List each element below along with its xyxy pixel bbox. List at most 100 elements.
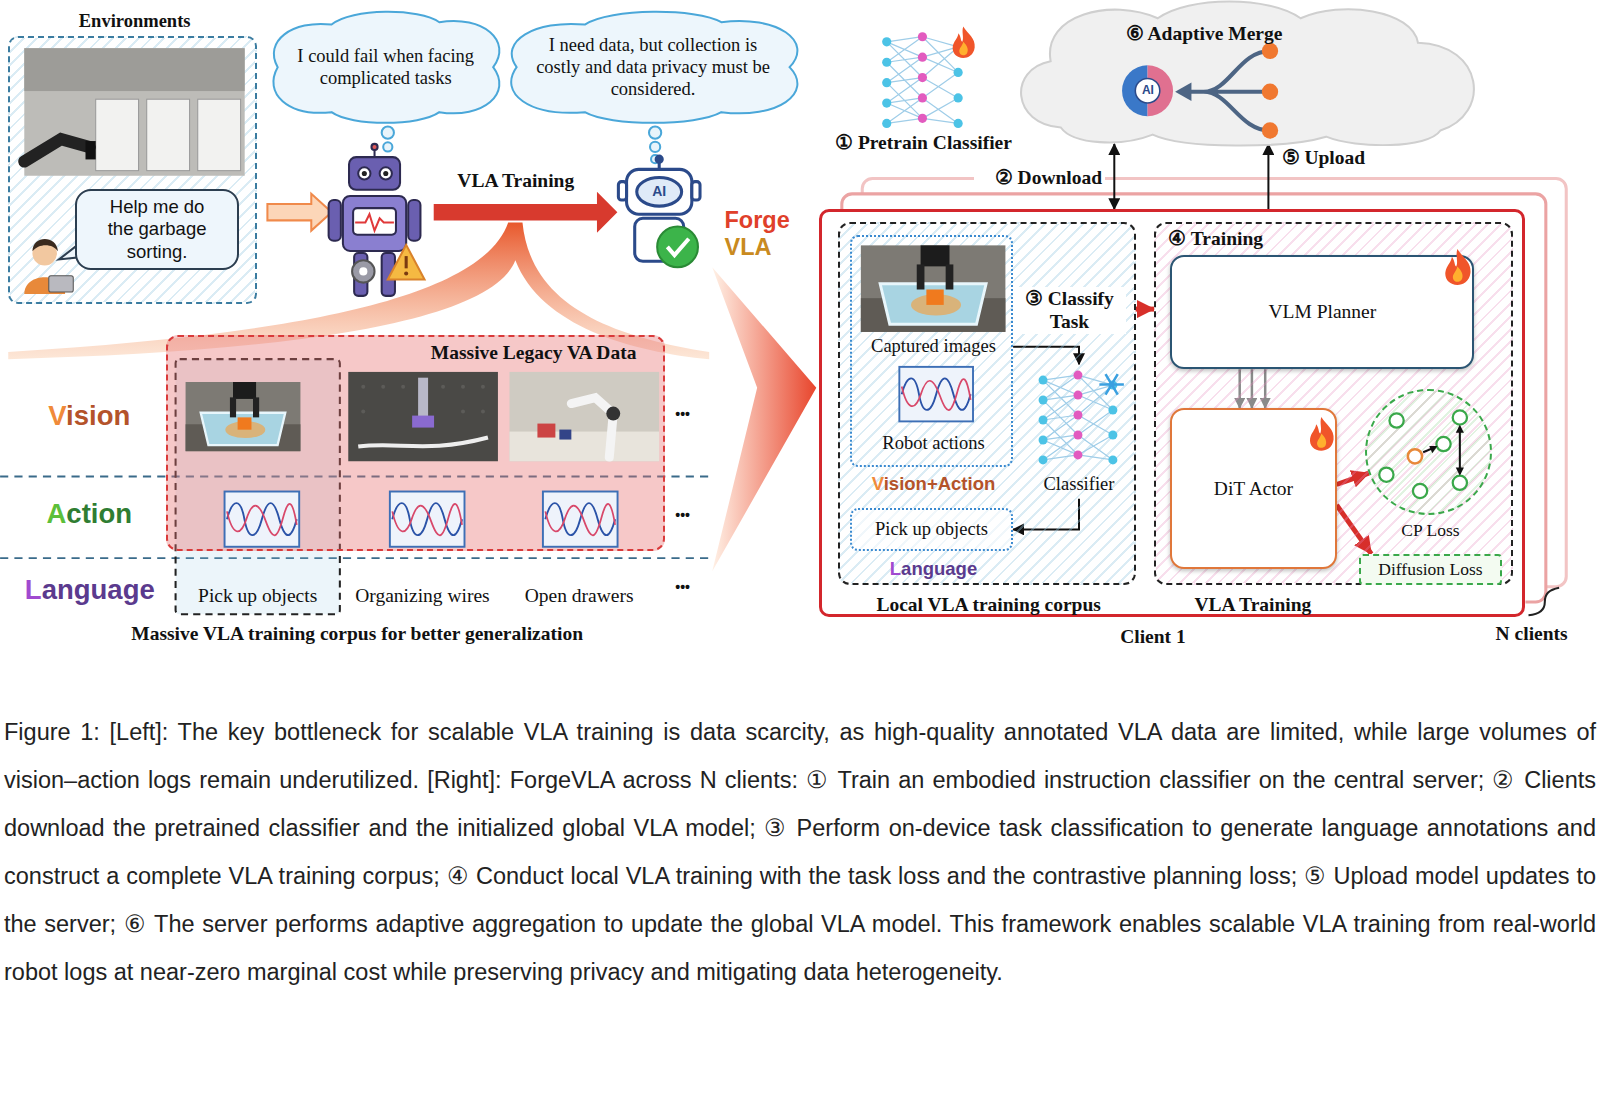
speech-bubble: Help me do the garbage sorting. bbox=[75, 189, 238, 271]
corpus-box-text: Local VLA training corpus bbox=[846, 593, 1132, 616]
text-slot: AI bbox=[1134, 83, 1163, 97]
loss-circle-text: CP Loss bbox=[1390, 520, 1472, 541]
text-slot: VLA Training bbox=[437, 169, 595, 192]
figure-label: ••• bbox=[667, 406, 698, 423]
trainable-flame bbox=[1438, 244, 1477, 289]
language-box-text: Pick up objects bbox=[855, 518, 1008, 540]
thought-cloud-text: I need data, but collection is costly an… bbox=[535, 34, 772, 101]
figure-label: ••• bbox=[667, 579, 698, 596]
text-slot: Organizing wires bbox=[342, 584, 503, 607]
figure-label: Organizing wires bbox=[342, 584, 503, 607]
connector bbox=[1136, 309, 1154, 310]
planner-box: VLM Planner bbox=[1170, 255, 1474, 369]
classifier-network bbox=[1030, 364, 1127, 471]
connector-line bbox=[1267, 144, 1269, 209]
text-slot: Pick up objects bbox=[179, 584, 337, 607]
vision-action-box-text: Vision+Action bbox=[852, 473, 1015, 495]
text-slot: ③ Classify Task bbox=[1013, 287, 1125, 334]
loss-circle: CP Loss bbox=[1365, 389, 1492, 516]
text-slot: Captured images bbox=[852, 335, 1015, 357]
environment-panel-text: Environments bbox=[10, 10, 259, 32]
figure-label: VLA Training bbox=[437, 169, 595, 192]
actor-box: DiT Actor bbox=[1170, 408, 1336, 569]
loss-box: Diffusion Loss bbox=[1359, 554, 1502, 585]
merge-cloud-text: ⑥ Adaptive Merge bbox=[1097, 22, 1311, 45]
trainable-flame bbox=[1305, 413, 1340, 454]
figure-label: N clients bbox=[1474, 622, 1588, 645]
speech-bubble-text: Help me do the garbage sorting. bbox=[98, 196, 216, 263]
cloud-path bbox=[511, 12, 797, 123]
merge-cloud: ⑥ Adaptive Merge bbox=[1020, 4, 1484, 148]
text-slot: ② Download bbox=[974, 166, 1105, 189]
text-slot: DiT Actor bbox=[1172, 410, 1334, 567]
connector-line bbox=[1113, 144, 1115, 209]
training-box-text: ④ Training bbox=[1168, 227, 1331, 250]
vision-action-box: Captured imagesRobot actionsVision+Actio… bbox=[850, 235, 1013, 468]
figure-label: ① Pretrain Classifier bbox=[811, 131, 1035, 154]
text-slot: ⑤ Upload bbox=[1279, 146, 1391, 169]
text-slot: Action bbox=[15, 497, 163, 530]
figure-caption: Figure 1: [Left]: The key bottleneck for… bbox=[4, 708, 1596, 996]
text-slot: Diffusion Loss bbox=[1361, 556, 1500, 583]
text-slot: Vision+Action bbox=[852, 473, 1015, 495]
figure-label: Language bbox=[8, 573, 171, 606]
figure-label: Pick up objects bbox=[179, 584, 337, 607]
text-slot: ④ Training bbox=[1168, 227, 1331, 250]
cloud-path bbox=[274, 12, 500, 123]
legacy-data-thumbnails bbox=[168, 337, 667, 553]
figure-label: Forge VLA bbox=[724, 207, 808, 261]
text-slot: ⑥ Adaptive Merge bbox=[1097, 22, 1311, 45]
text-slot: Vision bbox=[15, 399, 163, 432]
thought-cloud-text: I could fail when facing complicated tas… bbox=[295, 45, 477, 89]
edge-label: ⑤ Upload bbox=[1279, 146, 1391, 169]
text-slot: Local VLA training corpus bbox=[846, 593, 1132, 616]
loss-box-text: Diffusion Loss bbox=[1362, 559, 1499, 580]
text-slot: Help me do the garbage sorting. bbox=[77, 191, 236, 269]
language-box-text: Language bbox=[852, 558, 1015, 580]
figure-label: Action bbox=[15, 497, 163, 530]
legacy-data-box: Massive Legacy VA Data bbox=[166, 335, 665, 551]
text-slot: CP Loss bbox=[1390, 520, 1472, 541]
thought-cloud: I need data, but collection is costly an… bbox=[498, 8, 808, 126]
training-box-text: VLA Training bbox=[1166, 593, 1339, 616]
text-slot: ① Pretrain Classifier bbox=[811, 131, 1035, 154]
client-frame: Client 1Local VLA training corpus Captur… bbox=[819, 209, 1525, 617]
text-slot: Massive Legacy VA Data bbox=[411, 341, 656, 364]
text-slot: I could fail when facing complicated tas… bbox=[263, 8, 508, 126]
caption-text: Figure 1: [Left]: The key bottleneck for… bbox=[4, 708, 1596, 996]
text-slot: I need data, but collection is costly an… bbox=[498, 8, 808, 126]
text-slot: Forge VLA bbox=[724, 207, 808, 261]
figure-label: AI bbox=[645, 183, 674, 200]
text-slot: ••• bbox=[667, 507, 698, 524]
text-slot: Massive VLA training corpus for better g… bbox=[31, 622, 684, 645]
classifier-icon: Classifier bbox=[1030, 364, 1127, 499]
text-slot: Robot actions bbox=[852, 432, 1015, 454]
client-frame-text: Client 1 bbox=[1082, 625, 1225, 648]
text-slot: Pick up objects bbox=[852, 510, 1011, 549]
text-slot: ••• bbox=[667, 406, 698, 423]
figure-label: Massive VLA training corpus for better g… bbox=[31, 622, 684, 645]
environment-panel: EnvironmentsHelp me do the garbage sorti… bbox=[8, 36, 257, 304]
actor-box-text: DiT Actor bbox=[1182, 477, 1325, 500]
text-slot: AI bbox=[645, 183, 674, 200]
text-slot: Language bbox=[8, 573, 171, 606]
figure-label: ••• bbox=[667, 507, 698, 524]
training-box: ④ TrainingVLA Training VLM Planner DiT A… bbox=[1154, 222, 1513, 584]
corpus-box: Local VLA training corpus Captured image… bbox=[838, 222, 1136, 584]
vision-action-box-text: Captured images bbox=[852, 335, 1015, 357]
text-slot: VLA Training bbox=[1166, 593, 1339, 616]
figure-label: Open drawers bbox=[505, 584, 653, 607]
legacy-data-box-text: Massive Legacy VA Data bbox=[411, 341, 656, 364]
connector-line bbox=[1136, 307, 1154, 312]
text-slot: Environments bbox=[10, 10, 259, 32]
text-slot: Classifier bbox=[1025, 473, 1132, 495]
text-slot: ••• bbox=[667, 579, 698, 596]
language-box: Pick up objectsLanguage bbox=[850, 508, 1013, 551]
edge-label: ③ Classify Task bbox=[1013, 287, 1125, 334]
planner-box-text: VLM Planner bbox=[1195, 300, 1450, 323]
text-slot: Language bbox=[852, 558, 1015, 580]
contrastive-embedding bbox=[1367, 391, 1494, 518]
vision-action-box-text: Robot actions bbox=[852, 432, 1015, 454]
classifier-icon-text: Classifier bbox=[1025, 473, 1132, 495]
